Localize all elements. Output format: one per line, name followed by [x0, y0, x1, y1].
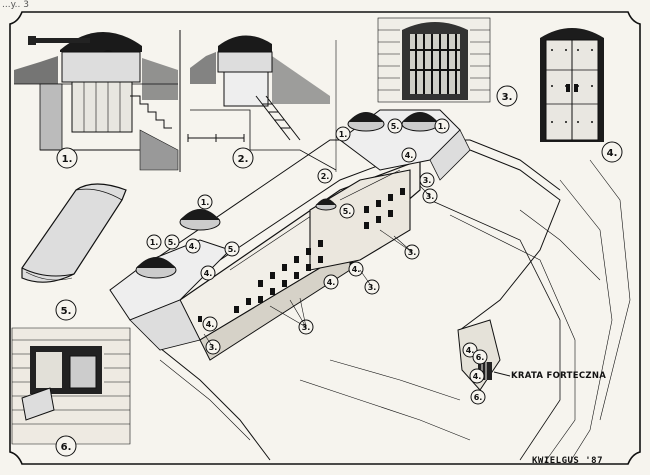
callout-1-d: 1.	[438, 122, 447, 131]
callout-1-b: 1.	[150, 238, 159, 247]
turret-dome-top-left	[347, 112, 385, 132]
callout-4-g: 4.	[466, 346, 475, 355]
panel-5-armored-cap	[21, 183, 127, 321]
callout-5-c: 5.	[343, 207, 352, 216]
grate-label: KRATA FORTECZNA	[511, 371, 607, 381]
panel-number-3: 3.	[502, 92, 513, 103]
panel-2-turret-section	[187, 35, 337, 172]
callout-3-c: 3.	[408, 248, 417, 257]
callout-4-e: 4.	[327, 278, 336, 287]
callout-3-b: 3.	[426, 192, 435, 201]
callout-3-d: 3.	[368, 283, 377, 292]
panel-number-1: 1.	[62, 154, 73, 165]
panel-number-2: 2.	[238, 154, 249, 165]
artist-signature: KWIELGUS '87	[532, 456, 604, 466]
callout-3-a: 3.	[423, 176, 432, 185]
turret-dome-top-right	[401, 112, 439, 132]
panel-number-4: 4.	[607, 148, 618, 159]
turret-dome-left	[135, 257, 177, 279]
panel-3-grated-window	[377, 17, 518, 107]
callout-3-f: 3.	[209, 343, 218, 352]
callout-3-e: 3.	[302, 323, 311, 332]
corner-text: ...y.. 3	[2, 0, 29, 10]
callout-1-c: 1.	[339, 130, 348, 139]
panel-number-5: 5.	[61, 306, 72, 317]
panel-1-turret-section	[14, 30, 181, 172]
callout-5-b: 5.	[228, 245, 237, 254]
callout-6-b: 6.	[474, 393, 483, 402]
fortress-main-drawing	[109, 109, 631, 463]
callout-5-d: 5.	[391, 122, 400, 131]
panel-4-armored-door	[540, 28, 623, 163]
callout-6-a: 6.	[476, 353, 485, 362]
callout-1-a: 1.	[201, 198, 210, 207]
panel-6-embrasure	[11, 327, 131, 457]
callout-5-a: 5.	[168, 238, 177, 247]
turret-dome-center-left	[179, 209, 221, 231]
callout-2: 2.	[321, 172, 330, 181]
callout-4-h: 4.	[473, 372, 482, 381]
callout-4-c: 4.	[405, 151, 414, 160]
panel-number-6: 6.	[61, 442, 72, 453]
turret-dome-small-center	[315, 198, 337, 211]
callout-4-a: 4.	[189, 242, 198, 251]
callout-4-d: 4.	[352, 265, 361, 274]
callout-4-b: 4.	[204, 269, 213, 278]
callout-4-f: 4.	[206, 320, 215, 329]
